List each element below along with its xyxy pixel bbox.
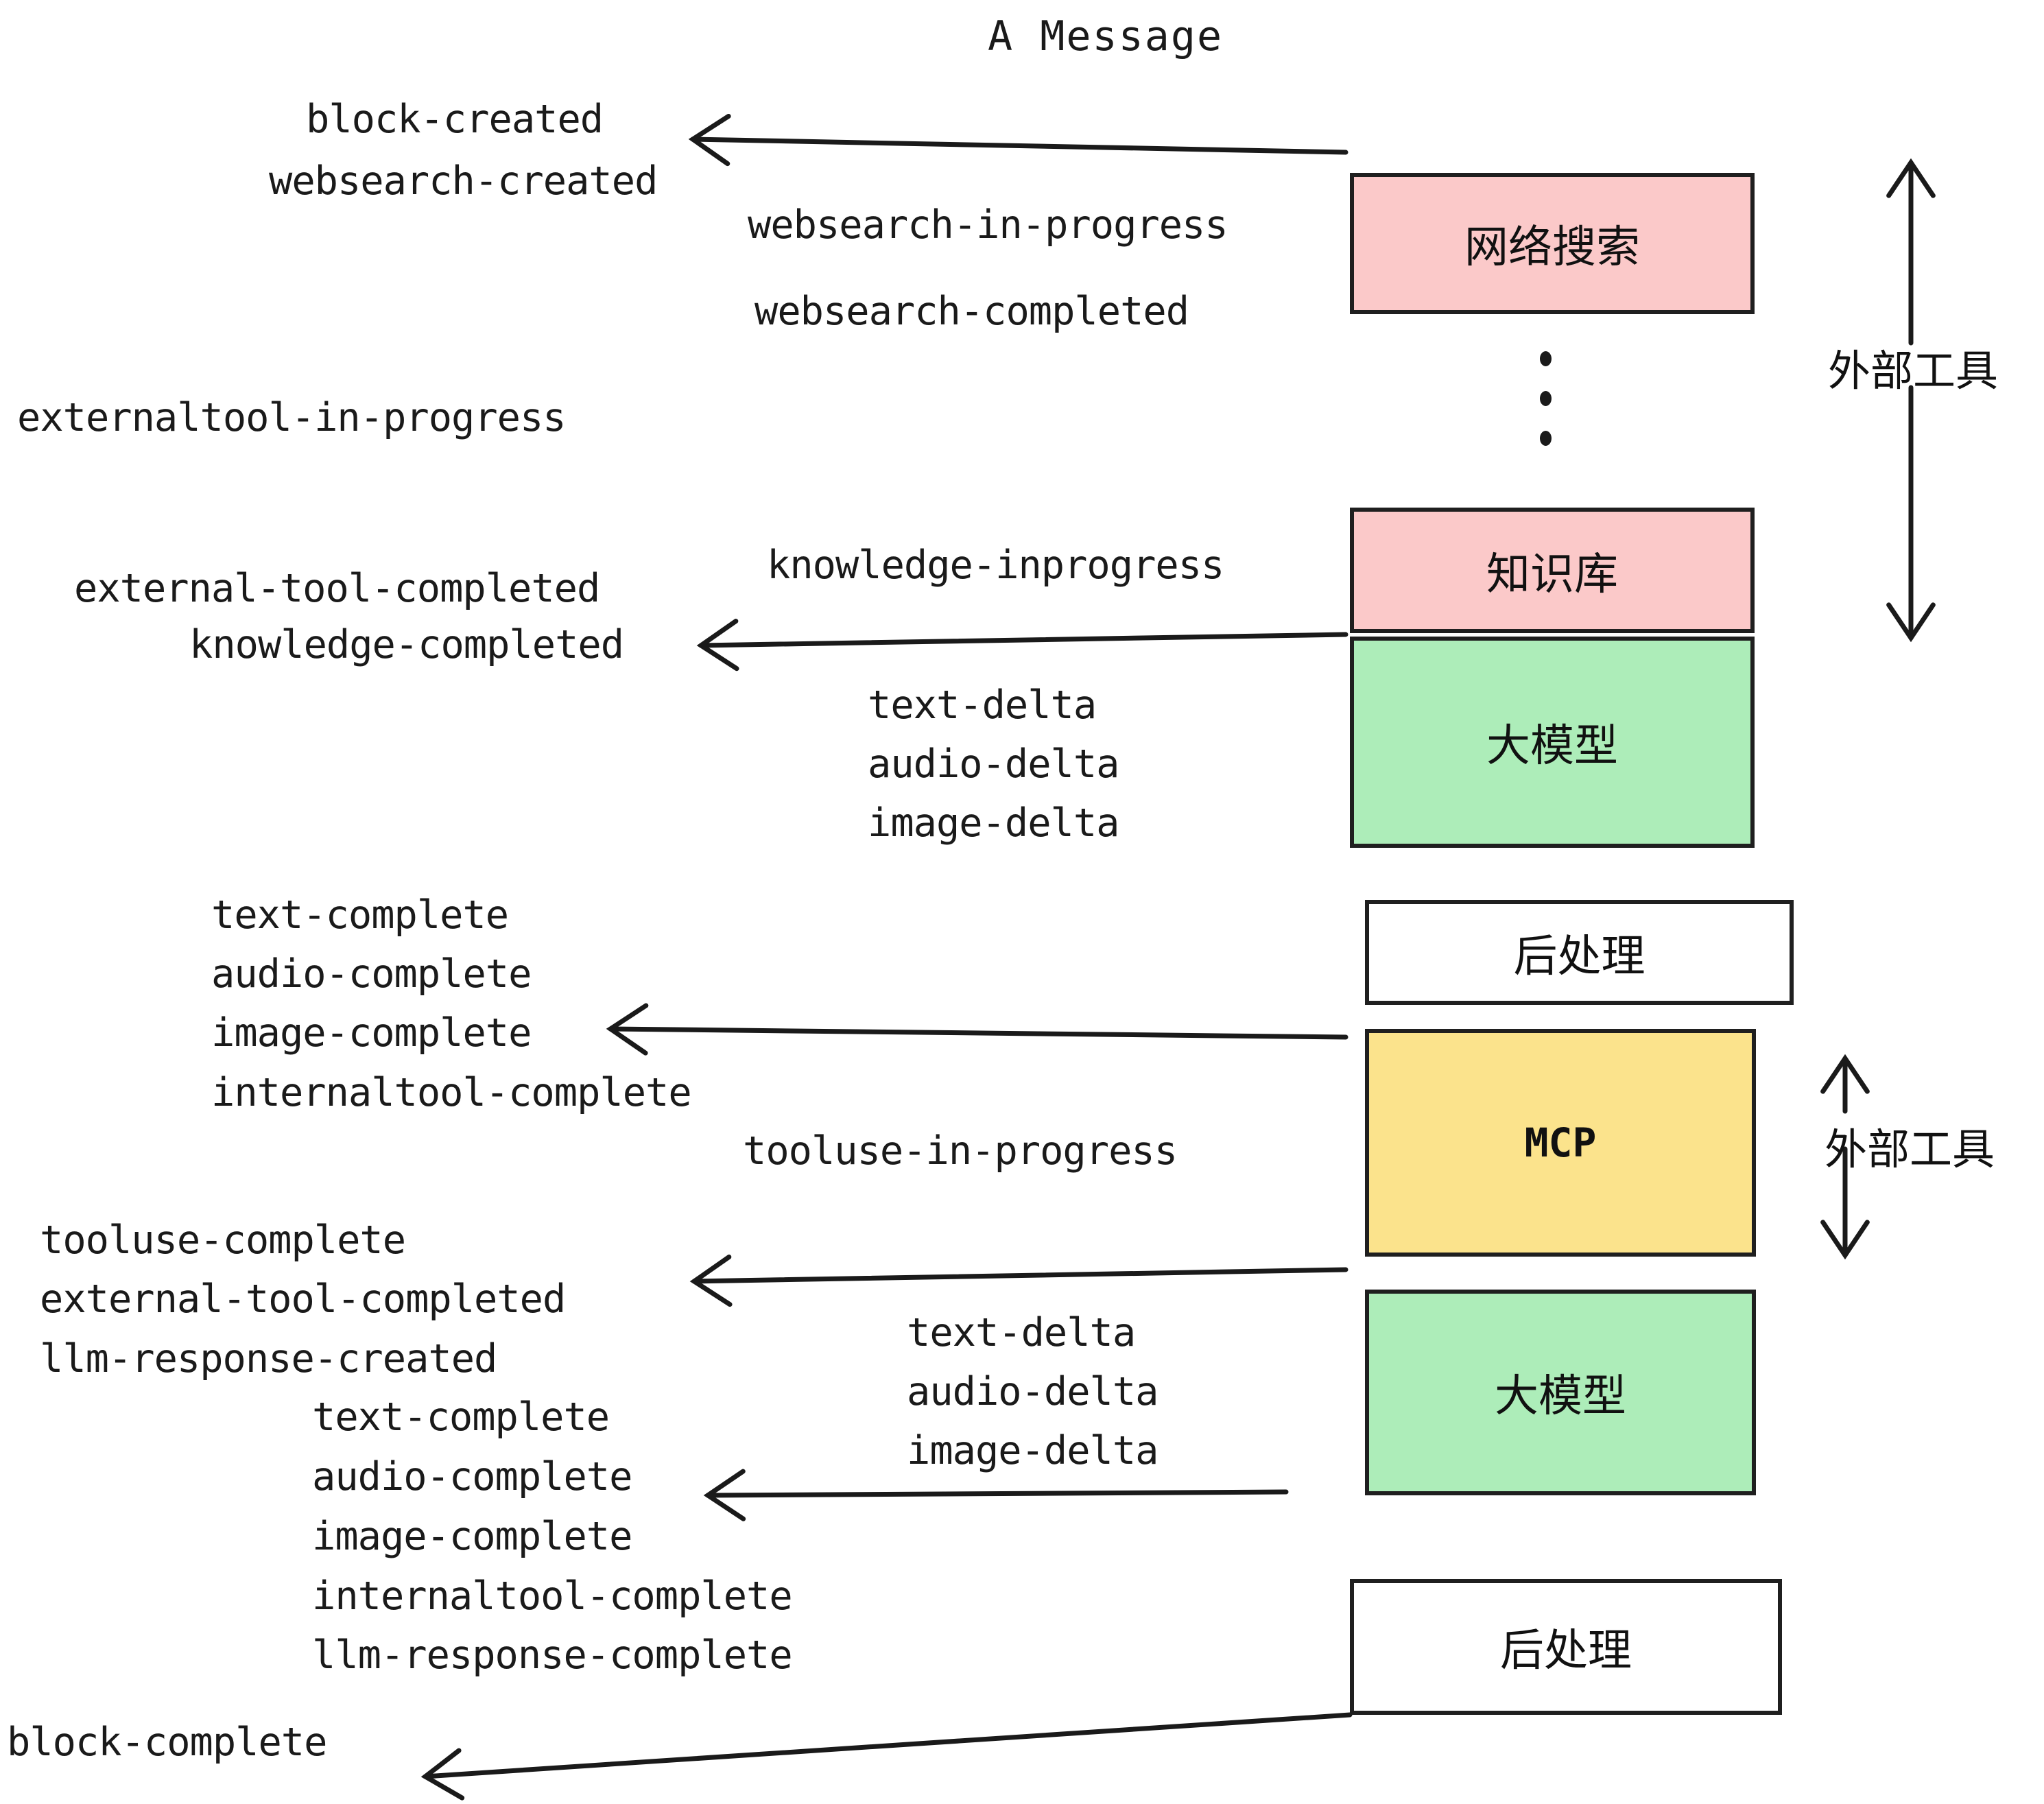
node-post-second[interactable]: 后处理 bbox=[1350, 1579, 1782, 1715]
event-label-knowledge-inprogress: knowledge-inprogress bbox=[767, 543, 1224, 588]
ellipsis-dot bbox=[1540, 431, 1552, 446]
ellipsis-dot bbox=[1540, 351, 1552, 366]
ellipsis-dots-icon bbox=[1540, 351, 1552, 446]
event-label-text-complete-2: text-complete bbox=[312, 1394, 610, 1440]
event-label-knowledge-completed: knowledge-completed bbox=[189, 622, 624, 667]
event-label-audio-complete-2: audio-complete bbox=[312, 1454, 632, 1499]
event-label-image-complete-1: image-complete bbox=[211, 1010, 532, 1056]
event-label-image-delta-2: image-delta bbox=[907, 1428, 1158, 1473]
event-label-audio-delta-2: audio-delta bbox=[907, 1369, 1158, 1414]
diagram-title: A Message bbox=[988, 12, 1224, 60]
event-label-text-complete-1: text-complete bbox=[211, 892, 509, 938]
event-label-external-tool-completed-1: external-tool-completed bbox=[74, 566, 600, 611]
event-label-block-created: block-created bbox=[306, 97, 604, 142]
event-label-externaltool-in-progress: externaltool-in-progress bbox=[17, 395, 567, 440]
event-label-block-complete: block-complete bbox=[7, 1720, 327, 1765]
node-websearch[interactable]: 网络搜索 bbox=[1350, 173, 1755, 314]
event-label-image-delta-1: image-delta bbox=[868, 800, 1119, 846]
event-label-tooluse-in-progress: tooluse-in-progress bbox=[743, 1128, 1178, 1174]
node-label: 网络搜索 bbox=[1464, 222, 1640, 273]
event-label-external-tool-completed-2: external-tool-completed bbox=[40, 1277, 566, 1322]
node-label: MCP bbox=[1524, 1119, 1597, 1166]
arrow-arrow-tooluse-complete bbox=[689, 1255, 1348, 1307]
arrow-arrow-knowledge-completed bbox=[696, 619, 1348, 672]
event-label-websearch-in-progress: websearch-in-progress bbox=[748, 202, 1228, 248]
side-label-external-tools-top: 外部工具 bbox=[1828, 346, 1999, 396]
arrow-arrow-block-created bbox=[688, 113, 1348, 167]
event-label-text-delta-2: text-delta bbox=[907, 1310, 1136, 1355]
event-label-llm-response-complete: llm-response-complete bbox=[312, 1633, 793, 1678]
event-label-internaltool-complete-1: internaltool-complete bbox=[211, 1070, 692, 1115]
node-llm-second[interactable]: 大模型 bbox=[1365, 1290, 1756, 1495]
node-label: 后处理 bbox=[1500, 1626, 1632, 1676]
event-label-websearch-created: websearch-created bbox=[269, 158, 658, 204]
node-mcp[interactable]: MCP bbox=[1365, 1029, 1756, 1257]
arrow-arrow-block-complete bbox=[420, 1712, 1353, 1801]
node-label: 大模型 bbox=[1486, 721, 1618, 772]
node-post-first[interactable]: 后处理 bbox=[1365, 900, 1794, 1005]
event-label-image-complete-2: image-complete bbox=[312, 1514, 632, 1559]
event-label-text-delta-1: text-delta bbox=[868, 683, 1097, 728]
node-llm-first[interactable]: 大模型 bbox=[1350, 637, 1755, 848]
arrow-arrow-image-complete bbox=[606, 1003, 1348, 1056]
event-label-internaltool-complete-2: internaltool-complete bbox=[312, 1574, 793, 1619]
event-label-audio-delta-1: audio-delta bbox=[868, 741, 1119, 787]
event-label-audio-complete-1: audio-complete bbox=[211, 951, 532, 997]
arrow-arrow-audio-complete bbox=[703, 1469, 1289, 1521]
double-arrow-external-tools-arrow-top bbox=[1886, 158, 1936, 643]
event-label-websearch-completed: websearch-completed bbox=[754, 289, 1189, 334]
node-knowledge[interactable]: 知识库 bbox=[1350, 508, 1755, 633]
event-label-tooluse-complete: tooluse-complete bbox=[40, 1218, 406, 1263]
event-label-llm-response-created: llm-response-created bbox=[40, 1336, 497, 1381]
ellipsis-dot bbox=[1540, 391, 1552, 406]
side-label-external-tools-bottom: 外部工具 bbox=[1825, 1124, 1995, 1174]
node-label: 知识库 bbox=[1486, 549, 1618, 600]
node-label: 后处理 bbox=[1513, 931, 1645, 982]
node-label: 大模型 bbox=[1495, 1371, 1626, 1422]
